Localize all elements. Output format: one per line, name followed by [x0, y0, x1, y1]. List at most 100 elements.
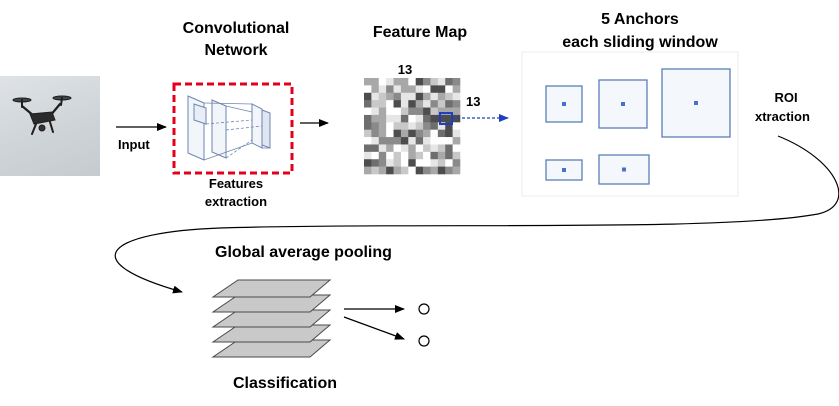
- feature-cell: [371, 166, 380, 175]
- feature-cell: [378, 159, 387, 167]
- feature-cell: [408, 85, 416, 94]
- feature-cell: [371, 129, 380, 138]
- drone-input-image: [0, 76, 100, 176]
- feature-cell: [400, 92, 409, 101]
- feature-cell: [393, 107, 402, 116]
- anchors-title-line1: 5 Anchors: [601, 11, 679, 28]
- feature-cell: [408, 122, 416, 130]
- feature-cell: [430, 100, 439, 108]
- feature-cell: [400, 100, 409, 108]
- anchor-medium-wide: [598, 154, 650, 185]
- feature-cell: [371, 151, 380, 160]
- feature-cell: [400, 159, 409, 167]
- anchor-center-dot: [562, 102, 566, 106]
- feature-cell: [408, 78, 416, 86]
- drone-icon: [12, 95, 72, 135]
- feature-cell: [393, 166, 402, 175]
- feature-cell: [445, 92, 453, 101]
- feature-cell: [364, 151, 372, 160]
- feature-cell: [400, 122, 409, 130]
- feature-cell: [445, 107, 453, 116]
- feature-cell: [437, 159, 446, 167]
- feature-cell: [408, 114, 416, 123]
- feature-cell: [371, 114, 380, 123]
- feature-cell: [445, 100, 453, 108]
- feature-cell: [408, 137, 416, 145]
- feature-map-side-dim: 13: [466, 94, 481, 109]
- feature-cell: [423, 137, 431, 145]
- conv-title-line1: Convolutional: [182, 20, 290, 37]
- feature-cell: [400, 144, 409, 153]
- feature-cell: [415, 122, 424, 130]
- feature-cell: [423, 114, 431, 123]
- feature-cell: [415, 85, 424, 94]
- feature-cell: [415, 151, 424, 160]
- feature-cell: [452, 144, 461, 153]
- feature-cell: [452, 122, 461, 130]
- feature-cell: [393, 92, 402, 101]
- pooling-layer: [211, 294, 332, 313]
- feature-cell: [437, 151, 446, 160]
- feature-cell: [378, 85, 387, 94]
- feature-cell: [364, 137, 372, 145]
- feature-map-grid: [364, 78, 461, 175]
- feature-cell: [400, 107, 409, 116]
- feature-cell: [430, 107, 439, 116]
- roi-label-line2: xtraction: [755, 109, 810, 124]
- feature-cell: [378, 144, 387, 153]
- feature-cell: [371, 144, 380, 153]
- feature-cell: [393, 137, 402, 145]
- feature-cell: [423, 129, 431, 138]
- feature-cell: [393, 100, 402, 108]
- feature-cell: [371, 92, 380, 101]
- gap-title: Global average pooling: [215, 244, 392, 261]
- feature-cell: [437, 85, 446, 94]
- feature-cell: [393, 159, 402, 167]
- feature-cell: [378, 151, 387, 160]
- feature-cell: [430, 166, 439, 175]
- feature-cell: [400, 166, 409, 175]
- anchor-boxes: [545, 68, 731, 185]
- output-node-2: [418, 335, 430, 347]
- feature-cell: [400, 137, 409, 145]
- feature-cell: [393, 129, 402, 138]
- feature-cell: [445, 122, 453, 130]
- feature-cell: [364, 92, 372, 101]
- feature-cell: [371, 159, 380, 167]
- feature-cell: [371, 122, 380, 130]
- feature-cell: [452, 166, 461, 175]
- feature-cell: [423, 166, 431, 175]
- feature-cell: [415, 137, 424, 145]
- feature-cell: [400, 129, 409, 138]
- feature-cell: [386, 114, 394, 123]
- feature-cell: [445, 144, 453, 153]
- pooling-layer: [211, 324, 332, 343]
- feature-cell: [371, 107, 380, 116]
- feature-cell: [445, 78, 453, 86]
- feature-cell: [430, 129, 439, 138]
- feature-cell: [430, 144, 439, 153]
- feature-cell: [364, 78, 372, 86]
- feature-cell: [364, 129, 372, 138]
- feature-cell: [393, 85, 402, 94]
- anchors-title-line2: each sliding window: [562, 34, 718, 51]
- feature-cell: [386, 129, 394, 138]
- feature-cell: [371, 85, 380, 94]
- feature-cell: [415, 166, 424, 175]
- pooling-layer: [211, 309, 332, 328]
- feature-cell: [378, 122, 387, 130]
- feature-cell: [423, 159, 431, 167]
- feature-cell: [437, 144, 446, 153]
- feature-cell: [445, 166, 453, 175]
- feature-cell: [430, 78, 439, 86]
- feature-cell: [364, 144, 372, 153]
- features-label-line2: extraction: [204, 194, 268, 209]
- feature-cell: [386, 100, 394, 108]
- feature-cell: [378, 129, 387, 138]
- feature-cell: [437, 107, 446, 116]
- output-arrow-2: [343, 316, 405, 340]
- feature-cell: [437, 92, 446, 101]
- conv-title-line2: Network: [204, 42, 268, 59]
- feature-cell: [445, 114, 453, 123]
- roi-to-pooling-curve: [114, 135, 839, 294]
